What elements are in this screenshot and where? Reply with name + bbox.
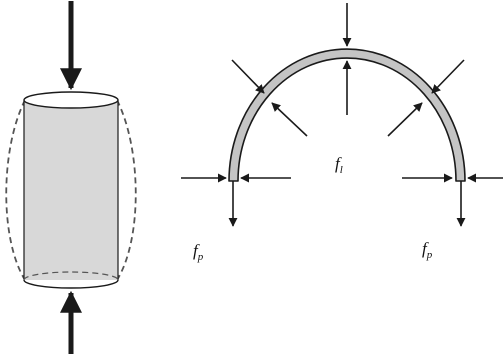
bulge-outline-right	[116, 99, 137, 281]
pressure-arrow-upper-right-outer	[431, 59, 465, 94]
cylinder-body	[24, 100, 118, 280]
bulge-outline	[5, 99, 26, 281]
left-axial-label: fp	[193, 241, 204, 263]
pressure-arrow-upper-left-inner	[271, 102, 308, 137]
hoop-stress-label: fl	[335, 154, 343, 176]
half-ring	[228, 48, 466, 182]
cylinder-specimen	[5, 1, 137, 354]
cylinder-top	[23, 91, 119, 109]
pressure-arrow-upper-right-inner	[387, 102, 423, 137]
cylinder-bottom-back	[23, 271, 119, 281]
right-axial-label: fp	[422, 239, 433, 261]
cylinder-bottom	[23, 279, 119, 289]
half-ring-free-body: fl fp fp	[181, 3, 503, 263]
pressure-arrow-upper-left-outer	[231, 59, 265, 94]
